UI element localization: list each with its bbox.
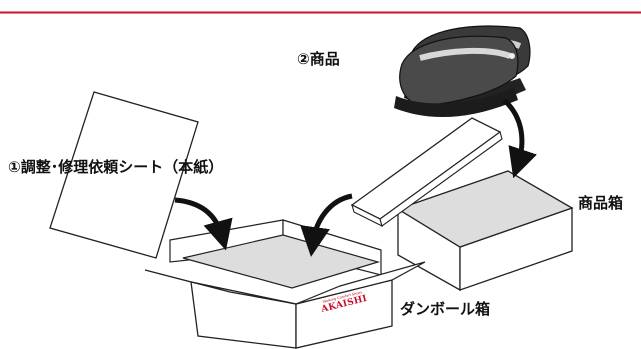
arrow-lid-to-box xyxy=(300,193,353,257)
request-sheet xyxy=(49,91,199,259)
product-box-label: 商品箱 xyxy=(578,194,624,212)
product-box-lid xyxy=(350,117,503,228)
product-box xyxy=(396,170,574,292)
cardboard-box-label: ダンボール箱 xyxy=(400,300,491,318)
shoe-pair-illustration xyxy=(394,25,531,118)
cardboard-box: AKAISHI Walking Comfort Shoes xyxy=(144,219,426,349)
arrow-sheet-to-box xyxy=(174,197,233,251)
arrow-shoes-to-product-box xyxy=(502,98,537,179)
request-sheet-label: ①調整･修理依頼シート（本紙） xyxy=(8,158,224,176)
product-label: ②商品 xyxy=(297,50,340,68)
